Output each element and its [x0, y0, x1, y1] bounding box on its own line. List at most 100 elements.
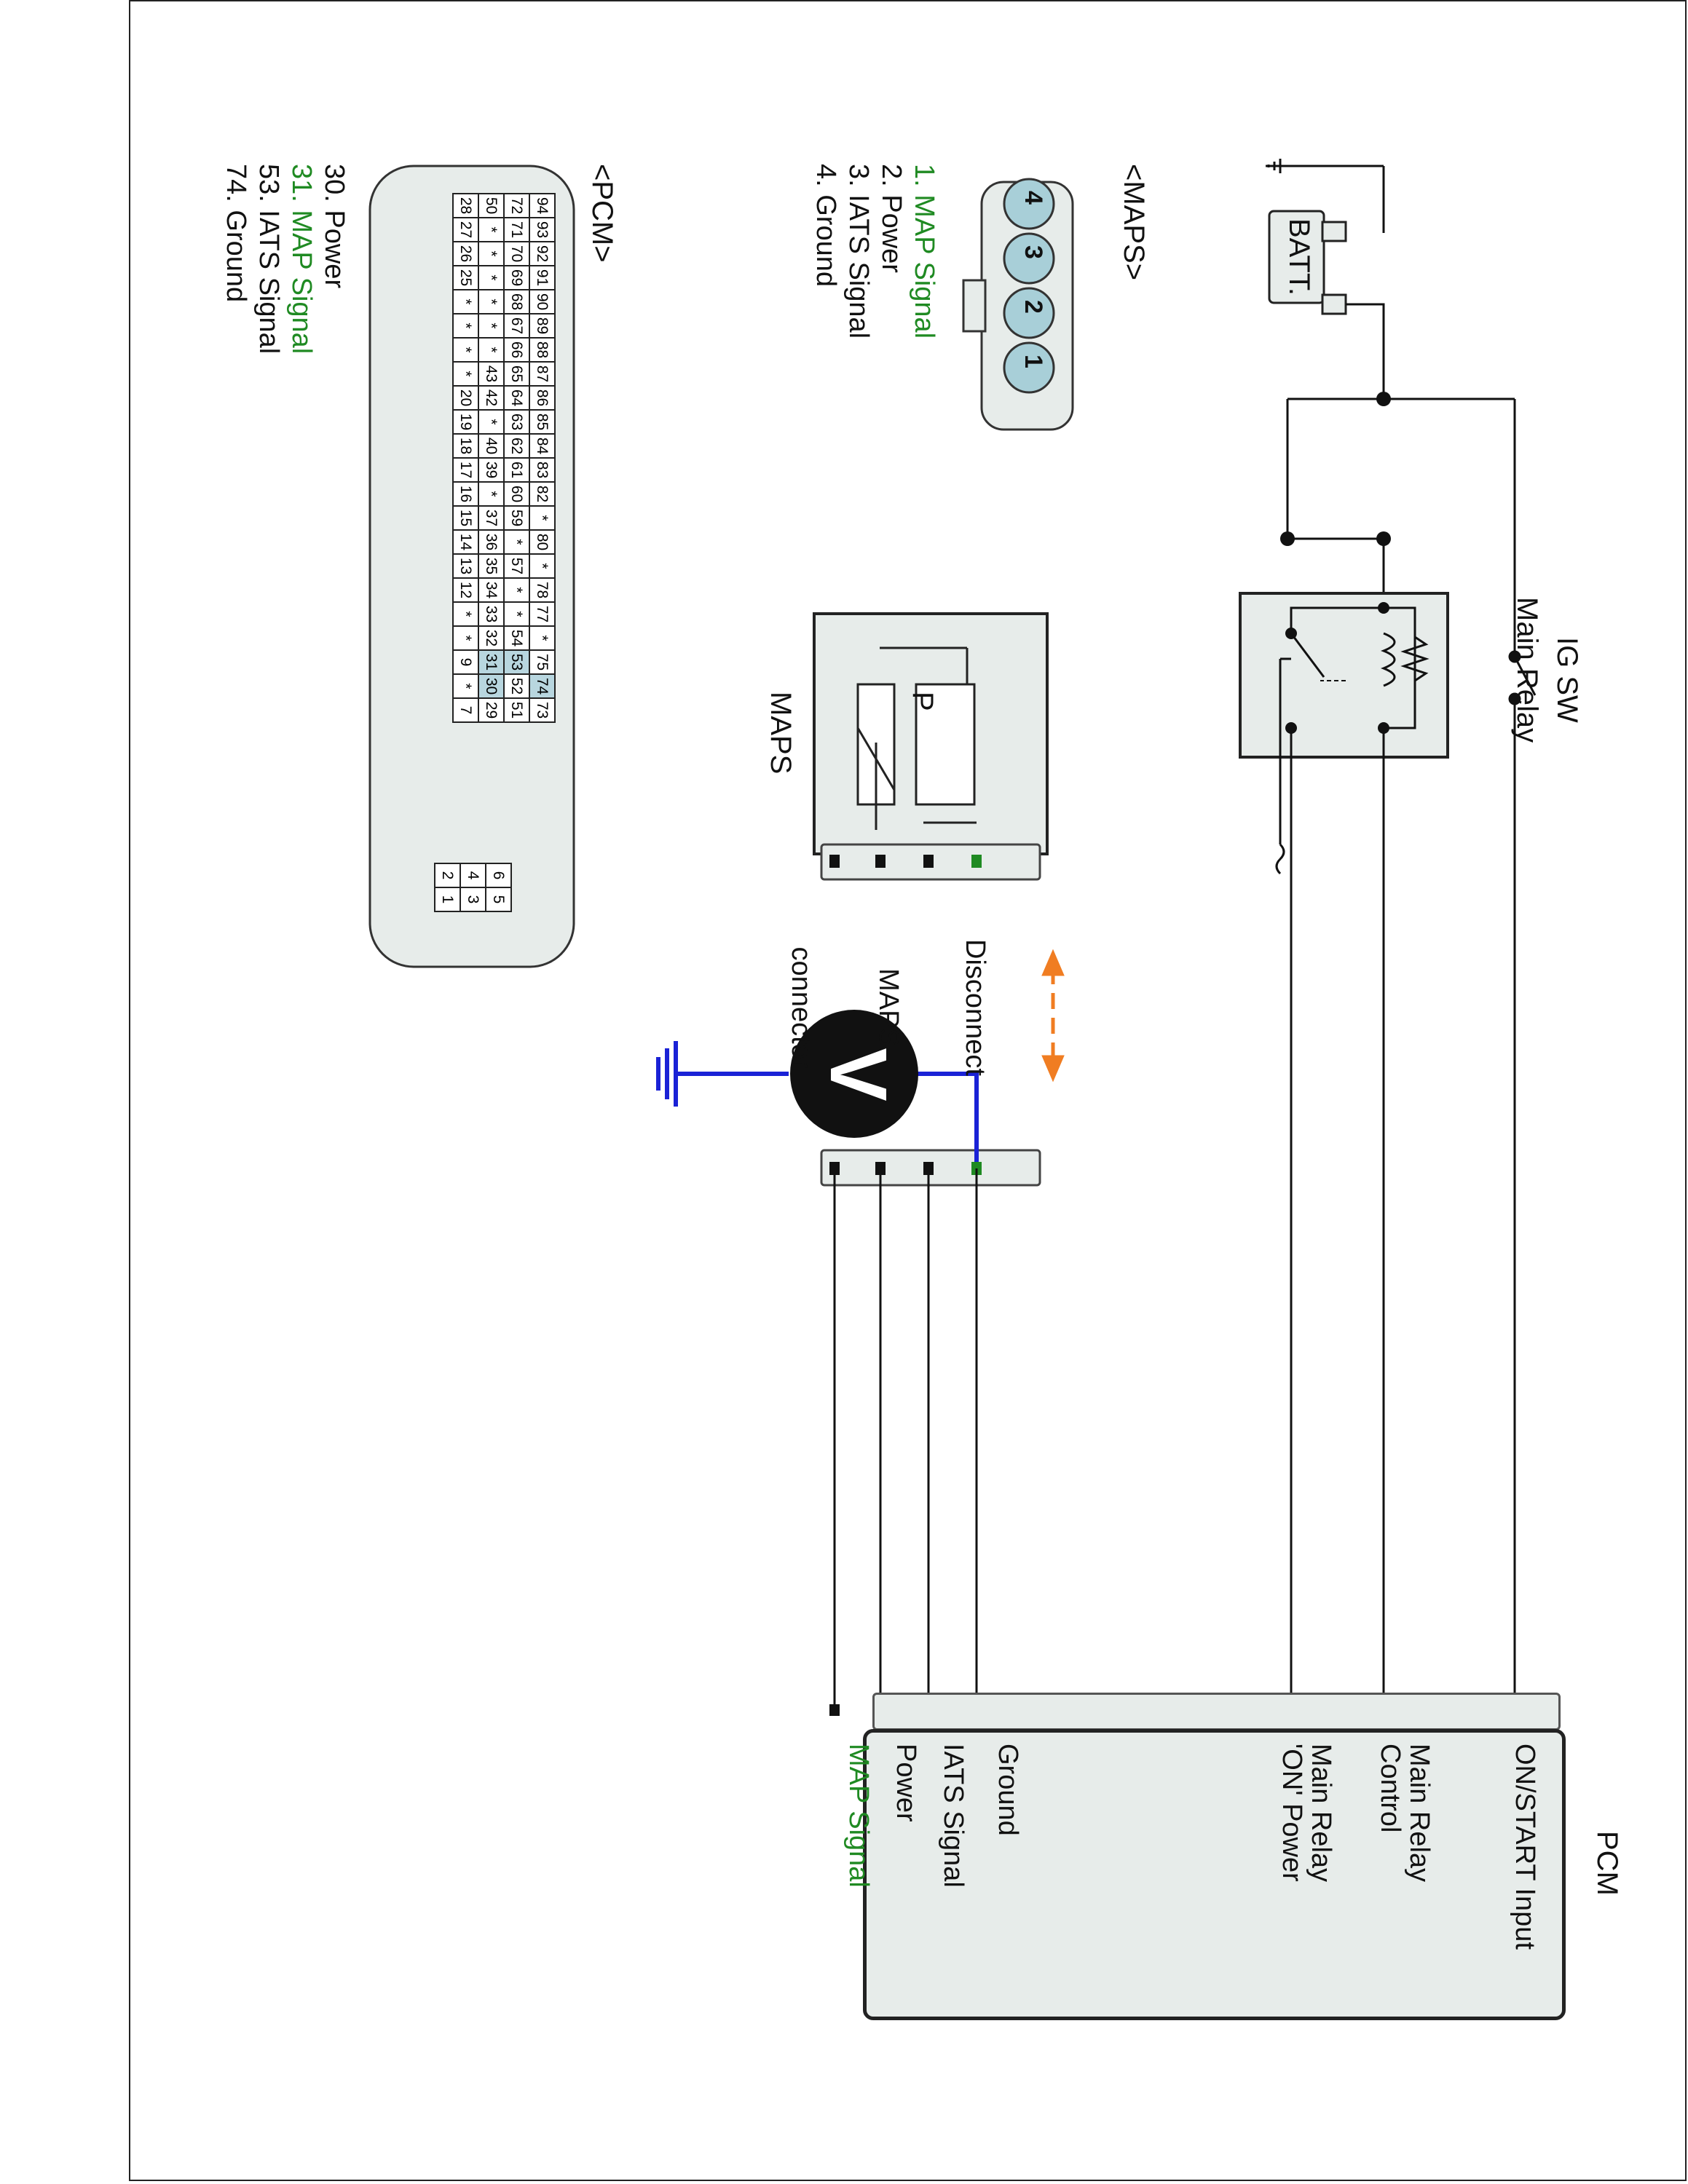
pcm-pin-cell: 80: [529, 530, 555, 554]
battery-label: BATT.: [1283, 218, 1315, 296]
pcm-pin-cell: 63: [504, 410, 529, 434]
maps-connector-title: <MAPS>: [1118, 164, 1150, 281]
pcm-legend-30: 30. Power: [319, 164, 350, 289]
pcm-connector-title: <PCM>: [586, 164, 618, 263]
battery-ground-icon: [1266, 159, 1385, 233]
pcm-pin-cell: *: [478, 410, 504, 434]
pcm-pin-cell: 69: [504, 266, 529, 290]
pcm-pin-cell: 85: [529, 410, 555, 434]
disconnect-arrow-icon: [1041, 949, 1065, 1083]
pcm-pin-cell: 72: [504, 194, 529, 218]
maps-element-label: P: [907, 692, 939, 711]
pcm-pin-cell: 26: [453, 242, 478, 266]
pcm-pin-cell: 67: [504, 314, 529, 338]
main-relay-icon: [1239, 592, 1449, 759]
pcm-pin-cell: 66: [504, 338, 529, 362]
pcm-pin-cell: 91: [529, 266, 555, 290]
pcm-pin-cell: 84: [529, 434, 555, 458]
pcm-pin-cell: 86: [529, 386, 555, 410]
pcm-pin-cell: 87: [529, 362, 555, 386]
pcm-terminal-power: Power: [891, 1744, 921, 1822]
pcm-pin-cell: 37: [478, 506, 504, 530]
pcm-small-pin-cell: 5: [486, 887, 511, 911]
pcm-pin-cell: *: [478, 338, 504, 362]
pcm-pin-cell: *: [453, 362, 478, 386]
maps-pin-2: 2: [1019, 300, 1047, 314]
pcm-pin-cell: 17: [453, 458, 478, 482]
pcm-pin-cell: *: [529, 506, 555, 530]
pcm-pin-cell: 93: [529, 218, 555, 242]
pcm-pin-cell: 15: [453, 506, 478, 530]
pcm-pin-cell: 68: [504, 290, 529, 314]
pcm-pin-cell: 82: [529, 482, 555, 506]
maps-pin-4: 4: [1019, 191, 1047, 205]
main-relay-label: Main Relay: [1511, 597, 1543, 743]
pcm-pin-cell: 60: [504, 482, 529, 506]
pcm-pin-cell: *: [529, 626, 555, 650]
pcm-pin-cell: 32: [478, 626, 504, 650]
pcm-pin-cell: *: [453, 674, 478, 698]
pcm-pin-cell: 92: [529, 242, 555, 266]
pcm-pin-cell: 13: [453, 554, 478, 578]
maps-pin-1: 1: [1019, 355, 1047, 368]
pcm-small-pin-cell: 6: [486, 863, 511, 887]
pcm-pin-cell: *: [504, 578, 529, 602]
pcm-pin-cell: 28: [453, 194, 478, 218]
pcm-pin-cell: 90: [529, 290, 555, 314]
pcm-pin-cell: 42: [478, 386, 504, 410]
pcm-pin-cell: 57: [504, 554, 529, 578]
pcm-pin-cell: *: [478, 266, 504, 290]
pcm-pin-cell: 71: [504, 218, 529, 242]
pcm-pin-cell: 14: [453, 530, 478, 554]
pcm-pin-cell: *: [453, 626, 478, 650]
pcm-pin-cell: 73: [529, 698, 555, 722]
disconnect-line3: connector: [785, 946, 816, 1069]
pcm-pin-cell: 65: [504, 362, 529, 386]
pcm-pin-cell: 88: [529, 338, 555, 362]
pcm-pin-cell: *: [453, 602, 478, 626]
pcm-small-pin-cell: 2: [435, 863, 460, 887]
pcm-pin-cell: 62: [504, 434, 529, 458]
maps-legend-3: 3. IATS Signal: [843, 164, 874, 339]
pcm-pin-cell: 70: [504, 242, 529, 266]
ig-switch-label: IG SW: [1551, 637, 1583, 723]
pcm-pin-cell: 64: [504, 386, 529, 410]
pcm-pin-cell: 36: [478, 530, 504, 554]
pcm-terminal-relay-power: Main Relay 'ON' Power: [1277, 1744, 1336, 1883]
pcm-pin-cell: 51: [504, 698, 529, 722]
pcm-pin-cell: 35: [478, 554, 504, 578]
pcm-pin-cell: *: [504, 602, 529, 626]
pcm-pin-cell: 27: [453, 218, 478, 242]
pcm-terminal-iats: IATS Signal: [938, 1744, 969, 1888]
pcm-pin-cell: *: [478, 242, 504, 266]
pcm-terminal-map-signal: MAP Signal: [843, 1744, 874, 1888]
pcm-terminal-on-start: ON/START Input: [1510, 1744, 1540, 1950]
pcm-pin-cell: 16: [453, 482, 478, 506]
pcm-pin-cell: 7: [453, 698, 478, 722]
pcm-pin-cell: *: [478, 218, 504, 242]
pcm-pin-cell: 39: [478, 458, 504, 482]
maps-legend-1: 1. MAP Signal: [909, 164, 939, 339]
pcm-pin-cell: 33: [478, 602, 504, 626]
pcm-pin-cell: 54: [504, 626, 529, 650]
pcm-pin-cell: 75: [529, 650, 555, 674]
pcm-legend-74: 74. Ground: [221, 164, 251, 303]
pcm-pin-cell: 31: [478, 650, 504, 674]
pcm-pin-cell: 30: [478, 674, 504, 698]
disconnect-line1: Disconnect: [960, 939, 991, 1076]
pcm-pin-cell: 78: [529, 578, 555, 602]
pcm-pin-cell: 61: [504, 458, 529, 482]
pcm-pin-cell: *: [453, 290, 478, 314]
pcm-connector-strip: [872, 1693, 1561, 1730]
maps-legend-2: 2. Power: [876, 164, 907, 273]
pcm-pin-cell: *: [529, 554, 555, 578]
pcm-pin-cell: 18: [453, 434, 478, 458]
pcm-pin-cell: *: [504, 530, 529, 554]
voltmeter-icon: [656, 1010, 979, 1162]
pcm-pin-cell: *: [478, 314, 504, 338]
pcm-small-pin-cell: 1: [435, 887, 460, 911]
pcm-pin-cell: 9: [453, 650, 478, 674]
pcm-pin-cell: 34: [478, 578, 504, 602]
